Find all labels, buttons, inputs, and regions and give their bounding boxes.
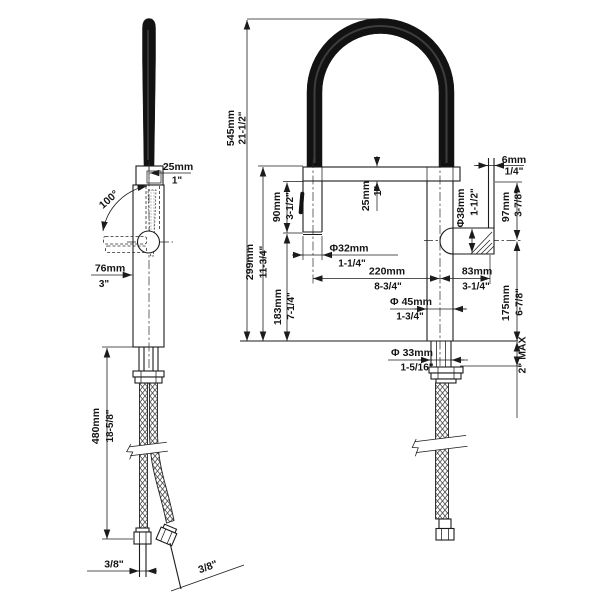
- dim-reach-mm: 220mm: [369, 266, 405, 278]
- dim-body-depth-in: 3": [99, 279, 110, 290]
- hose-break-symbol-front: [411, 435, 468, 457]
- dim-hub-dia-in: 1-1/2": [470, 188, 481, 216]
- dim-lever-height-in: 3-7/8": [514, 189, 525, 217]
- mounting-nut-front: [428, 366, 464, 374]
- supply-hose-left: [139, 382, 148, 531]
- dim-shank-dia-mm: Φ 33mm: [391, 347, 433, 359]
- supply-hose-front: [435, 382, 449, 520]
- dim-thread-right: 3/8": [197, 558, 220, 576]
- handle-ball-joint: [136, 230, 161, 254]
- dim-deck-max: 2" MAX: [517, 336, 529, 373]
- handle-lever-down-dashed2: [105, 245, 147, 253]
- spring-spout-arch: [306, 18, 455, 168]
- spout-head-plate: [302, 166, 461, 182]
- dim-head-dia-mm: Φ32mm: [330, 243, 369, 255]
- hose-break-symbol: [126, 441, 168, 460]
- hose-nut: [133, 531, 152, 545]
- hose-nut-flange: [135, 527, 150, 533]
- dim-cap-in: 1": [172, 176, 183, 187]
- dim-swing-angle: 100°: [97, 188, 121, 211]
- spray-trigger: [298, 191, 305, 215]
- dim-base-dia-mm: Φ 45mm: [390, 296, 432, 308]
- dim-head-length-mm: 90mm: [271, 192, 283, 222]
- dim-hub-dia-mm: Φ38mm: [455, 189, 467, 228]
- dim-lever-width-in: 1/4": [505, 167, 524, 178]
- dim-body-depth-mm: 76mm: [95, 263, 125, 275]
- dim-reach-in: 8-3/4": [374, 282, 402, 293]
- hose-connector: [438, 518, 452, 530]
- dim-head-length-in: 3-1/2": [285, 192, 296, 220]
- dim-thread-left: 3/8": [104, 559, 124, 571]
- dim-hub-to-deck-mm: 175mm: [500, 285, 512, 321]
- dim-plate-thickness-mm: 25mm: [360, 181, 372, 211]
- dim-hose-length-mm: 480mm: [90, 408, 102, 444]
- dim-lever-height-mm: 97mm: [500, 192, 512, 222]
- dim-shank-dia-in: 1-5/16": [400, 363, 433, 374]
- supply-hose-right: [149, 382, 175, 524]
- dim-head-to-deck-mm: 183mm: [272, 289, 284, 325]
- dim-hose-length-in: 18-5/8": [105, 409, 116, 442]
- dim-lever-width-mm: 6mm: [502, 154, 527, 166]
- dim-overall-height-mm: 545mm: [225, 110, 237, 146]
- dim-spout-height-mm: 299mm: [244, 244, 256, 280]
- arch-sheen: [313, 25, 448, 163]
- dim-spout-height-in: 11-3/4": [259, 245, 270, 278]
- dim-head-dia-in: 1-1/4": [338, 259, 366, 270]
- spray-wand-side: [142, 18, 156, 167]
- dim-hub-to-deck-in: 6-7/8": [515, 288, 526, 316]
- dim-handle-offset-in: 3-1/4": [462, 282, 490, 293]
- hose-connector-nut: [435, 527, 455, 541]
- mounting-nut-side2: [134, 376, 163, 384]
- hose-nut-angled: [155, 523, 178, 547]
- dim-cap-mm: 25mm: [163, 161, 193, 173]
- dim-overall-height-in: 21-1/2": [238, 111, 249, 144]
- swing-arc: [101, 184, 148, 232]
- dim-base-dia-in: 1-3/4": [396, 312, 424, 323]
- front-view: 545mm 21-1/2" 299mm 11-3/4" 90mm 3-1/2" …: [225, 18, 529, 541]
- mounting-nut-side: [132, 370, 165, 378]
- handle-hub: [439, 227, 495, 255]
- dim-plate-thickness-in: 1": [373, 186, 384, 197]
- handle-lever-down-dashed: [103, 236, 147, 245]
- spout-cap: [135, 165, 164, 186]
- side-view: 100° 25mm 1" 76mm 3": [87, 18, 245, 592]
- mounting-nut-front2: [430, 372, 462, 380]
- dim-head-to-deck-in: 7-1/4": [286, 292, 297, 320]
- dim-handle-offset-mm: 83mm: [462, 266, 492, 278]
